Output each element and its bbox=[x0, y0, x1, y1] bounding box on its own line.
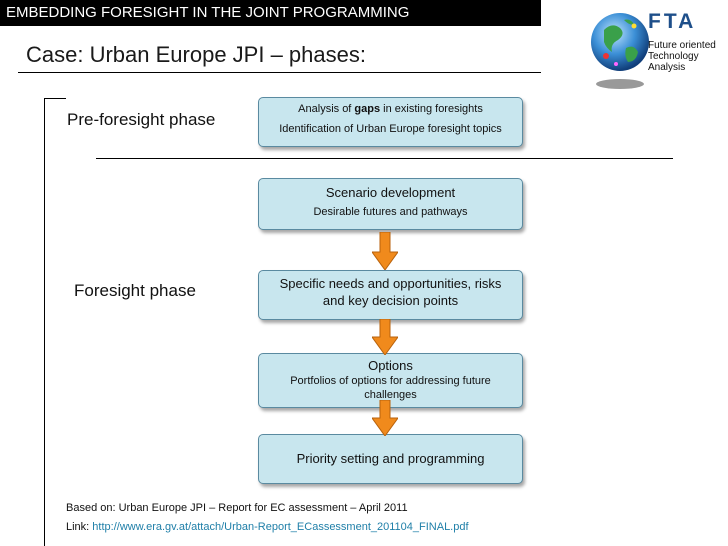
box-line: Identification of Urban Europe foresight… bbox=[279, 123, 502, 135]
box-text: Analysis of bbox=[298, 103, 355, 115]
header-banner: EMBEDDING FORESIGHT IN THE JOINT PROGRAM… bbox=[0, 0, 541, 26]
phase-divider bbox=[96, 158, 673, 159]
foresight-phase-label: Foresight phase bbox=[74, 281, 196, 300]
scenario-development-box: Scenario development Desirable futures a… bbox=[258, 178, 523, 230]
source-link-line: Link: http://www.era.gv.at/attach/Urban-… bbox=[66, 521, 469, 533]
down-arrow-icon bbox=[372, 232, 398, 270]
left-tick-rule bbox=[44, 98, 66, 99]
box-text: in existing foresights bbox=[380, 103, 483, 115]
box-line: Desirable futures and pathways bbox=[313, 206, 468, 218]
globe-icon bbox=[591, 13, 649, 89]
box-line: Options bbox=[368, 358, 413, 373]
box-line: Portfolios of options for addressing fut… bbox=[290, 375, 491, 401]
title-underline bbox=[18, 72, 541, 73]
pre-foresight-phase-label: Pre-foresight phase bbox=[67, 110, 216, 129]
left-vertical-rule bbox=[44, 98, 45, 546]
down-arrow-icon bbox=[372, 319, 398, 355]
logo-subtitle: Future oriented Technology Analysis bbox=[648, 40, 716, 73]
report-link[interactable]: http://www.era.gv.at/attach/Urban-Report… bbox=[92, 521, 469, 533]
slide-title: Case: Urban Europe JPI – phases: bbox=[26, 42, 366, 67]
logo-subtitle-line: Technology bbox=[648, 51, 699, 62]
down-arrow-icon bbox=[372, 400, 398, 436]
box-line: Analysis of gaps in existing foresights bbox=[259, 102, 522, 116]
logo-subtitle-line: Analysis bbox=[648, 62, 686, 73]
logo-acronym: FTA bbox=[648, 10, 697, 33]
gap-analysis-box: Analysis of gaps in existing foresights … bbox=[258, 97, 523, 147]
priority-setting-box: Priority setting and programming bbox=[258, 434, 523, 484]
box-line: Scenario development bbox=[325, 185, 456, 200]
box-line: Priority setting and programming bbox=[296, 451, 485, 466]
link-label: Link: bbox=[66, 521, 93, 533]
logo-subtitle-line: Future oriented bbox=[648, 40, 716, 51]
box-text-bold: gaps bbox=[354, 103, 381, 115]
source-note: Based on: Urban Europe JPI – Report for … bbox=[66, 502, 408, 514]
box-line: Specific needs and opportunities, risks … bbox=[279, 276, 502, 308]
specific-needs-box: Specific needs and opportunities, risks … bbox=[258, 270, 523, 320]
options-box: Options Portfolios of options for addres… bbox=[258, 353, 523, 408]
